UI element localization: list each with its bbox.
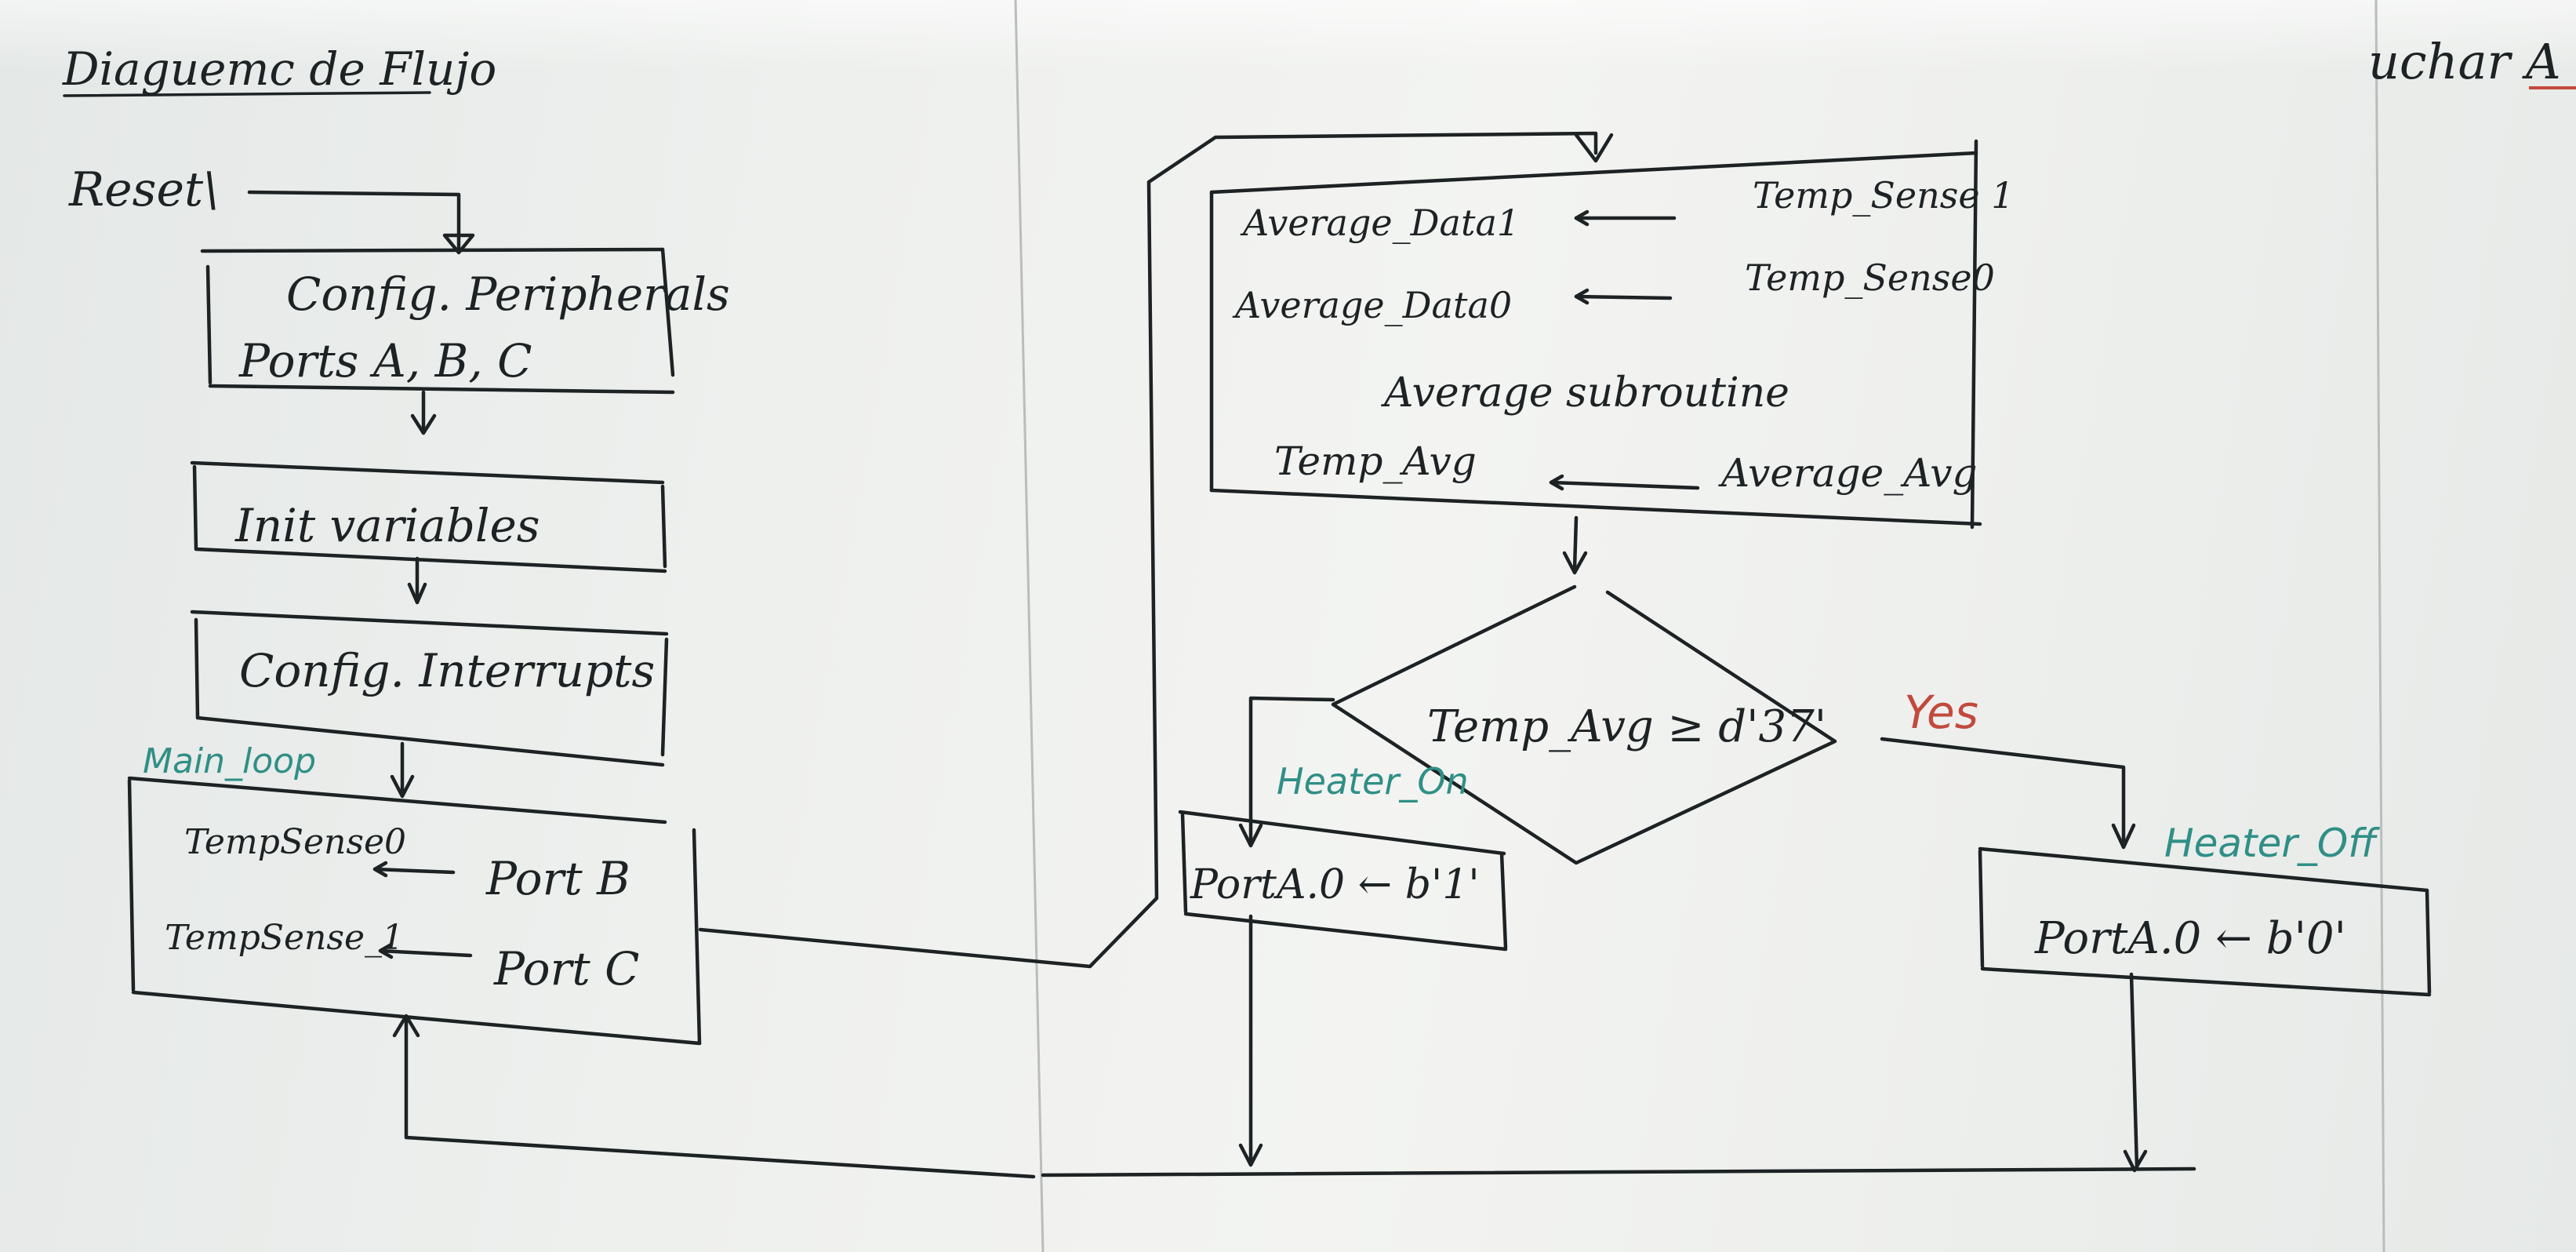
init-variables-box: Init variables xyxy=(190,460,667,573)
arrowhead-to-average xyxy=(1574,133,1614,163)
title-underline xyxy=(63,91,431,97)
average-row3-left: Temp_Avg xyxy=(1274,439,1477,484)
init-variables-text: Init variables xyxy=(234,499,540,552)
arrowhead-to-interrupts xyxy=(407,582,427,605)
config-peripherals-line1: Config. Peripherals xyxy=(286,268,730,321)
heater-off-body: PortA.0 ← b'0' xyxy=(2034,913,2346,964)
config-interrupts-box: Config. Interrupts xyxy=(190,610,669,767)
decision-yes-label: Yes xyxy=(1904,686,1978,739)
decision-condition: Temp_Avg ≥ d'37' xyxy=(1427,701,1826,752)
connector-to-average xyxy=(698,131,1598,969)
decision-yes-branch xyxy=(1880,737,2126,843)
arrowhead-heater-off-exit xyxy=(2123,1149,2148,1173)
arrowhead-to-decision xyxy=(1562,551,1588,575)
arrowhead-heater-off xyxy=(2111,823,2136,850)
average-row2-left: Average_Data0 xyxy=(1232,284,1512,326)
average-subroutine-label: Average subroutine xyxy=(1381,369,1789,417)
arrow-to-decision xyxy=(1572,515,1579,571)
decision-no-branch xyxy=(1248,696,1335,843)
average-row3-right: Average_Avg xyxy=(1718,450,1978,496)
reset-arrow xyxy=(247,190,461,252)
heater-on-body: PortA.0 ← b'1' xyxy=(1190,861,1480,908)
main-loop-row2-right: Port C xyxy=(493,942,639,995)
average-row1-left: Average_Data1 xyxy=(1240,202,1520,244)
main-loop-label: Main_loop xyxy=(143,741,316,781)
arrowhead-loop-return xyxy=(392,1014,420,1038)
arrowhead-to-main-loop xyxy=(390,774,415,799)
heater-off-box: Heater_Off PortA.0 ← b'0' xyxy=(1978,821,2432,997)
config-peripherals-line2: Ports A, B, C xyxy=(238,334,532,388)
panel-seam-right xyxy=(2374,0,2385,1252)
top-right-note: uchar A xyxy=(2368,33,2561,90)
main-loop-row1-arrow xyxy=(372,867,456,875)
loop-return-left xyxy=(404,1016,1036,1179)
panel-seam-left xyxy=(1014,0,1045,1252)
config-peripherals-box: Config. Peripherals Ports A, B, C xyxy=(200,247,730,395)
average-row2-right: Temp_Sense0 xyxy=(1745,257,1995,299)
arrowhead-heater-on-exit xyxy=(1238,1143,1263,1167)
main-loop-row1-left: TempSense0 xyxy=(184,822,406,862)
diagram-title: Diaguemc de Flujo xyxy=(62,42,496,96)
loop-return-bottom xyxy=(1041,1166,2196,1177)
main-loop-row1-right: Port B xyxy=(485,852,630,905)
heater-on-label: Heater_On xyxy=(1277,760,1469,803)
main-loop-box: Main_loop TempSense0 Port B TempSense_1 … xyxy=(127,741,702,1046)
average-row3-arrow xyxy=(1549,480,1700,490)
config-interrupts-text: Config. Interrupts xyxy=(239,644,655,697)
average-row2-arrow xyxy=(1574,294,1673,300)
reset-label: Reset\ xyxy=(68,162,219,217)
main-loop-row2-arrow xyxy=(378,948,473,958)
heater-on-box: Heater_On PortA.0 ← b'1' xyxy=(1178,760,1508,952)
decision-diamond: Temp_Avg ≥ d'37' xyxy=(1331,584,1837,865)
reset-arrowhead xyxy=(442,233,475,255)
arrowhead-heater-on xyxy=(1238,823,1263,848)
average-box: Average_Data1 Temp_Sense 1 Average_Data0… xyxy=(1209,139,2014,530)
arrowhead-to-init xyxy=(410,413,437,435)
average-row1-right: Temp_Sense 1 xyxy=(1753,174,2014,217)
main-loop-row2-left: TempSense_1 xyxy=(165,918,404,958)
heater-off-label: Heater_Off xyxy=(2164,821,2380,866)
heater-off-exit xyxy=(2129,972,2139,1170)
